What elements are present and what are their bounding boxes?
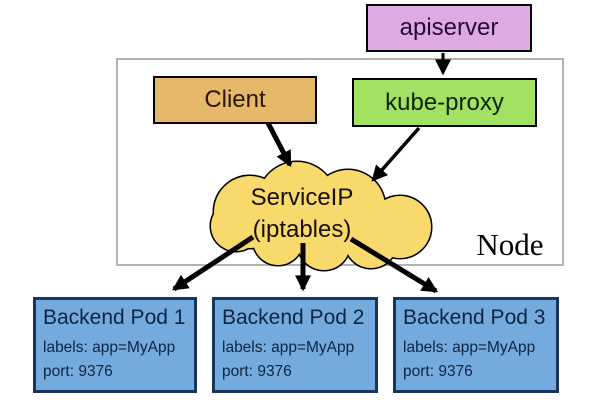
- apiserver-label: apiserver: [399, 14, 499, 41]
- service-ip-label: ServiceIP: [250, 184, 354, 211]
- kube-proxy-box: kube-proxy: [352, 78, 537, 127]
- pod-port: port: 9376: [403, 363, 473, 380]
- node-label: Node: [476, 227, 544, 262]
- backend-pod-3: Backend Pod 3 labels: app=MyApp port: 93…: [393, 297, 559, 393]
- backend-pod-2: Backend Pod 2 labels: app=MyApp port: 93…: [212, 297, 378, 393]
- pod-title: Backend Pod 3: [403, 306, 546, 329]
- apiserver-box: apiserver: [366, 4, 532, 52]
- pod-labels: labels: app=MyApp: [222, 339, 355, 356]
- pod-port: port: 9376: [43, 363, 113, 380]
- backend-pod-1: Backend Pod 1 labels: app=MyApp port: 93…: [33, 297, 197, 393]
- pod-title: Backend Pod 1: [43, 306, 186, 329]
- pod-port: port: 9376: [222, 363, 292, 380]
- pod-title: Backend Pod 2: [222, 306, 365, 329]
- kube-proxy-label: kube-proxy: [385, 88, 504, 116]
- pod-labels: labels: app=MyApp: [403, 339, 536, 356]
- pod-labels: labels: app=MyApp: [43, 339, 176, 356]
- service-ip-sublabel: (iptables): [252, 216, 352, 243]
- client-label: Client: [204, 86, 266, 113]
- client-box: Client: [153, 76, 317, 124]
